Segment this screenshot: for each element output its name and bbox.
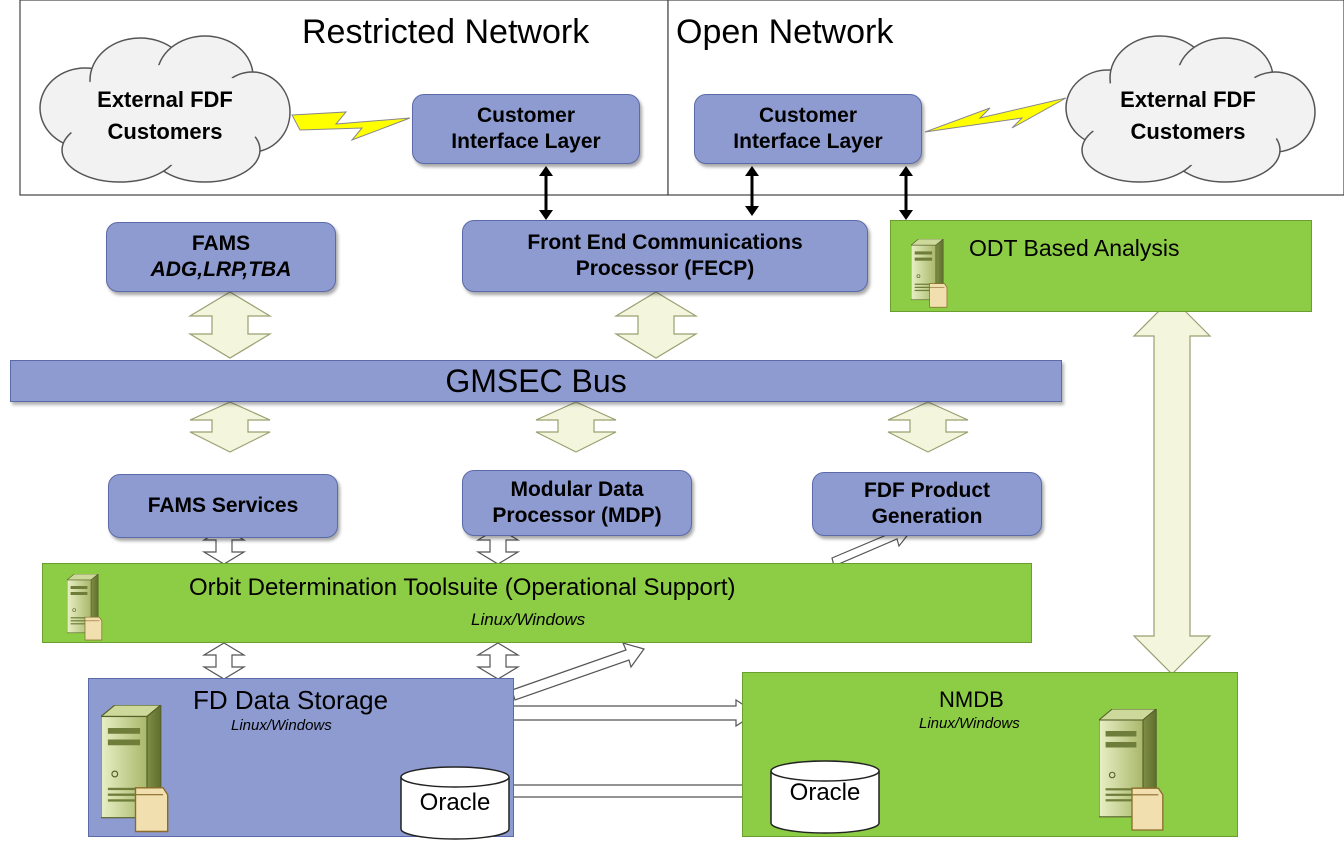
nmdb-oracle-label: Oracle <box>789 779 861 806</box>
black-connector-arrows <box>539 166 913 220</box>
storage-to-nmdb-arrow <box>493 698 758 728</box>
customer-interface-layer-restricted: Customer Interface Layer <box>412 94 640 164</box>
fdf-product-line-2: Generation <box>871 505 983 528</box>
cloud-right-label: External FDF Customers <box>1098 84 1278 148</box>
fd-storage-title: FD Data Storage <box>193 685 389 715</box>
oracle-sync-arrow <box>507 775 774 807</box>
fdf-product-line-1: FDF Product <box>864 479 990 502</box>
nmdb-box: NMDB Linux/Windows Oracle <box>742 672 1238 837</box>
cloud-right-line-1: External FDF <box>1120 87 1256 112</box>
nmdb-title: NMDB <box>939 687 1004 712</box>
bus-connector-arrows <box>187 291 969 453</box>
server-icon <box>1099 709 1164 831</box>
database-icon <box>400 766 510 840</box>
gmsec-bus-label: GMSEC Bus <box>445 362 627 399</box>
server-icon <box>67 574 103 641</box>
odt-based-analysis-box: ODT Based Analysis <box>890 220 1312 312</box>
server-icon <box>911 239 948 308</box>
lightning-icon <box>291 111 411 142</box>
cloud-left-line-1: External FDF <box>97 87 233 112</box>
mdp-box: Modular Data Processor (MDP) <box>462 470 692 536</box>
fams-title: FAMS <box>191 232 251 255</box>
cloud-left-label: External FDF Customers <box>75 84 255 148</box>
cloud-right-line-2: Customers <box>1130 119 1246 144</box>
fdf-product-generation-box: FDF Product Generation <box>812 472 1042 536</box>
open-network-title: Open Network <box>676 13 894 51</box>
mdp-line-1: Modular Data <box>510 478 644 501</box>
fams-box: FAMS ADG,LRP,TBA <box>106 222 336 292</box>
fams-services-label: FAMS Services <box>147 494 299 517</box>
fd-storage-subtitle: Linux/Windows <box>231 717 332 734</box>
fecp-line-2: Processor (FECP) <box>575 257 755 280</box>
odt-suite-box: Orbit Determination Toolsuite (Operation… <box>42 563 1032 643</box>
fecp-box: Front End Communications Processor (FECP… <box>462 220 868 292</box>
odt-analysis-title: ODT Based Analysis <box>969 235 1180 261</box>
fd-data-storage-box: FD Data Storage Linux/Windows Oracle <box>88 678 514 840</box>
cloud-icon <box>39 35 291 183</box>
odt-suite-title: Orbit Determination Toolsuite (Operation… <box>189 574 736 601</box>
fd-storage-oracle-label: Oracle <box>419 789 491 816</box>
fecp-line-1: Front End Communications <box>527 231 803 254</box>
cloud-left-line-2: Customers <box>107 119 223 144</box>
mdp-line-2: Processor (MDP) <box>492 504 662 527</box>
nmdb-subtitle: Linux/Windows <box>919 715 1020 732</box>
lightning-icon <box>924 97 1067 133</box>
restricted-network-title: Restricted Network <box>302 13 590 51</box>
cloud-icon <box>1065 35 1316 183</box>
cil-right-line-2: Interface Layer <box>733 130 883 153</box>
customer-interface-layer-open: Customer Interface Layer <box>694 94 922 164</box>
fams-services-box: FAMS Services <box>108 474 338 538</box>
cil-left-line-2: Interface Layer <box>451 130 601 153</box>
nmdb-link-arrow <box>1132 297 1212 675</box>
gmsec-bus: GMSEC Bus <box>10 360 1062 402</box>
fams-subtitle: ADG,LRP,TBA <box>150 258 292 281</box>
storage-to-odt-arrow <box>511 642 645 701</box>
odt-suite-subtitle: Linux/Windows <box>471 610 586 629</box>
database-icon <box>770 760 880 834</box>
cil-right-line-1: Customer <box>758 104 858 127</box>
server-icon <box>101 705 169 833</box>
cil-left-line-1: Customer <box>476 104 576 127</box>
small-connector-arrows <box>201 527 521 680</box>
